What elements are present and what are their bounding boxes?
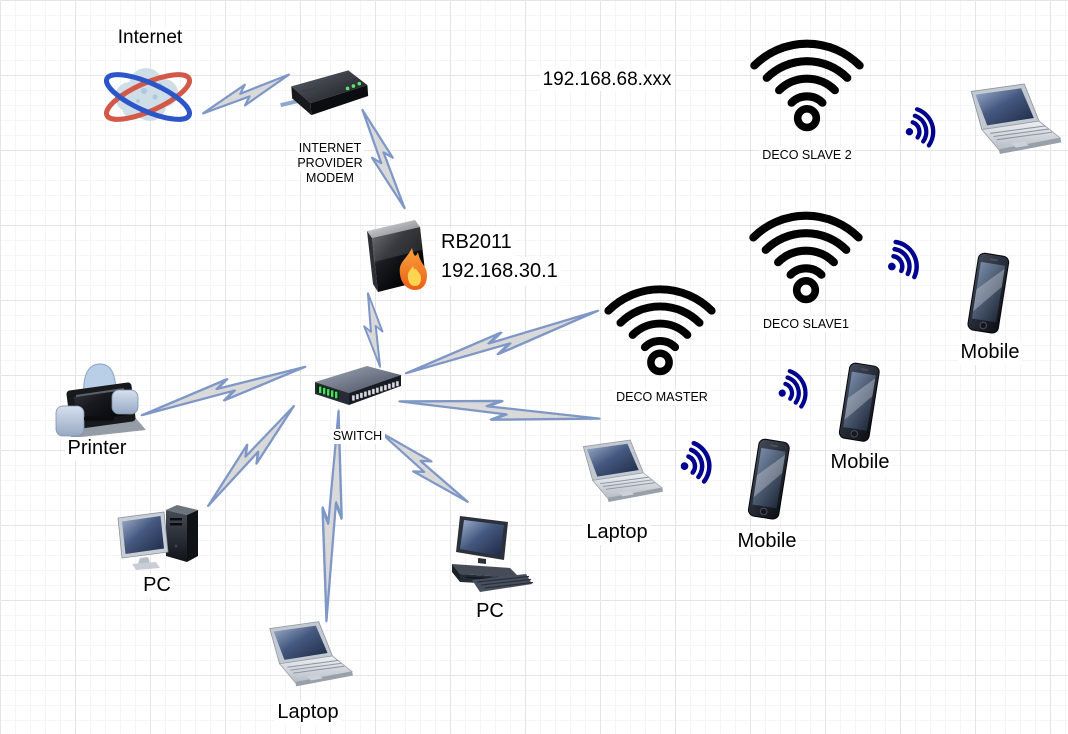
mobile-top-label: Mobile: [950, 341, 1030, 365]
router-ip: 192.168.30.1: [438, 257, 561, 286]
switch-label: SWITCH: [310, 429, 405, 444]
printer-label: Printer: [57, 437, 137, 461]
mobile-top-icon[interactable]: [958, 250, 1016, 340]
pc-center-icon[interactable]: [446, 512, 534, 602]
pc-left-label: PC: [117, 574, 197, 598]
wifi-ap-deco-slave2-icon[interactable]: [747, 24, 867, 128]
deco-slave1-label: DECO SLAVE1: [746, 317, 866, 332]
internet-label: Internet: [100, 27, 200, 50]
modem-label: INTERNET PROVIDER MODEM: [280, 141, 380, 186]
pc-center-label: PC: [450, 600, 530, 624]
mobile-center-icon[interactable]: [739, 436, 796, 526]
subnet-note-label: 192.168.68.xxx: [527, 69, 687, 92]
connector-switch-pc-left: [190, 404, 312, 508]
pc-left-icon[interactable]: [114, 498, 204, 576]
firewall-router-icon[interactable]: [360, 210, 436, 302]
deco-master-label: DECO MASTER: [603, 390, 721, 405]
laptop-mid-label: Laptop: [577, 521, 657, 545]
connector-switch-laptop-mid: [400, 374, 598, 446]
laptop-bottom-label: Laptop: [268, 701, 348, 725]
wifi-signal-icon: [670, 429, 731, 496]
laptop-bottom-icon[interactable]: [258, 620, 354, 688]
mobile-right-icon[interactable]: [829, 360, 887, 448]
laptop-top-icon[interactable]: [958, 83, 1063, 155]
router-label: RB2011 192.168.30.1: [438, 228, 561, 286]
wifi-signal-icon: [872, 224, 940, 294]
deco-slave2-label: DECO SLAVE 2: [747, 148, 867, 163]
modem-icon[interactable]: [276, 66, 374, 124]
connector-switch-printer: [137, 365, 310, 417]
wifi-signal-icon: [894, 94, 954, 160]
router-model: RB2011: [438, 228, 515, 257]
printer-icon[interactable]: [50, 352, 140, 440]
connector-router-switch: [353, 292, 395, 368]
connector-switch-deco-master: [402, 311, 602, 373]
laptop-mid-icon[interactable]: [572, 438, 664, 504]
wifi-ap-deco-master-icon[interactable]: [601, 270, 719, 372]
switch-icon[interactable]: [311, 362, 403, 414]
wifi-signal-icon: [767, 356, 826, 420]
wifi-ap-deco-slave1-icon[interactable]: [746, 196, 866, 300]
mobile-center-label: Mobile: [727, 530, 807, 554]
mobile-right-label: Mobile: [820, 451, 900, 475]
internet-cloud-icon[interactable]: [100, 55, 195, 135]
